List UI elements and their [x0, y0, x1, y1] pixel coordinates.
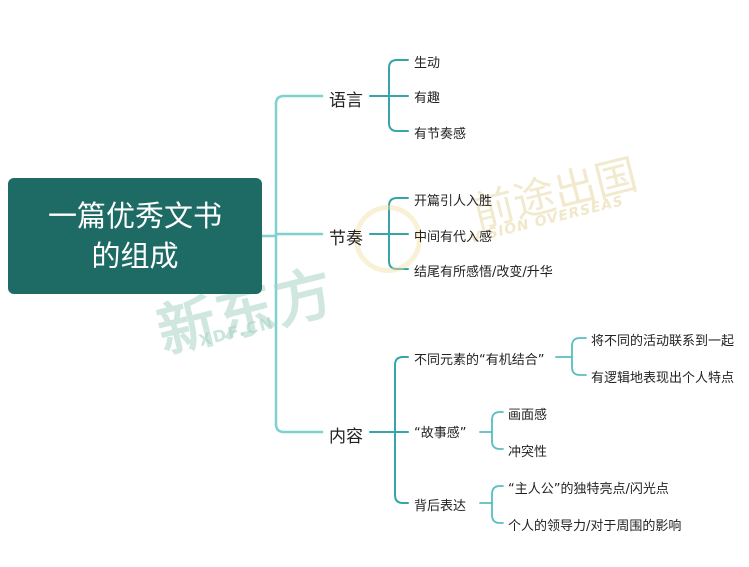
expression-sub-highlights: “主人公”的独特亮点/闪光点 [508, 482, 669, 497]
content-connector [394, 494, 409, 504]
language-item-vivid: 生动 [414, 56, 441, 71]
story-sub-conflict: 冲突性 [508, 445, 548, 460]
story-sub-imagery: 画面感 [508, 408, 548, 423]
content-item-combination: 不同元素的“有机结合” [414, 353, 545, 368]
combination-sub-logical-traits: 有逻辑地表现出个人特点 [591, 371, 735, 386]
root-node: 一篇优秀文书 的组成 [8, 178, 262, 294]
rhythm-item-opening: 开篇引人入胜 [414, 194, 493, 209]
vision-overseas-logo-icon [354, 205, 422, 273]
branch-rhythm: 节奏 [329, 229, 363, 249]
branch-language: 语言 [329, 91, 363, 111]
expression-connector [491, 485, 504, 495]
content-connector [394, 356, 409, 366]
branch-content: 内容 [329, 427, 363, 447]
combination-connector [571, 337, 587, 347]
language-connector [388, 122, 409, 132]
language-item-rhythm: 有节奏感 [414, 127, 467, 142]
language-item-fun: 有趣 [414, 91, 441, 106]
root-title-line2: 的组成 [91, 239, 179, 273]
content-item-expression: 背后表达 [414, 499, 467, 514]
story-connector [491, 411, 504, 421]
rhythm-item-ending: 结尾有所感悟/改变/升华 [414, 265, 553, 280]
content-item-story: “故事感” [414, 426, 467, 441]
language-connector [388, 59, 409, 69]
expression-connector [491, 514, 504, 524]
story-connector [491, 440, 504, 450]
combination-connector [571, 366, 587, 376]
root-connector [274, 94, 324, 106]
root-title-line1: 一篇优秀文书 [47, 199, 222, 233]
root-connector [274, 422, 324, 434]
rhythm-item-middle: 中间有代入感 [414, 230, 493, 245]
rhythm-connector [388, 197, 409, 207]
expression-sub-leadership: 个人的领导力/对于周围的影响 [508, 519, 682, 534]
combination-sub-link-activities: 将不同的活动联系到一起 [591, 334, 735, 349]
